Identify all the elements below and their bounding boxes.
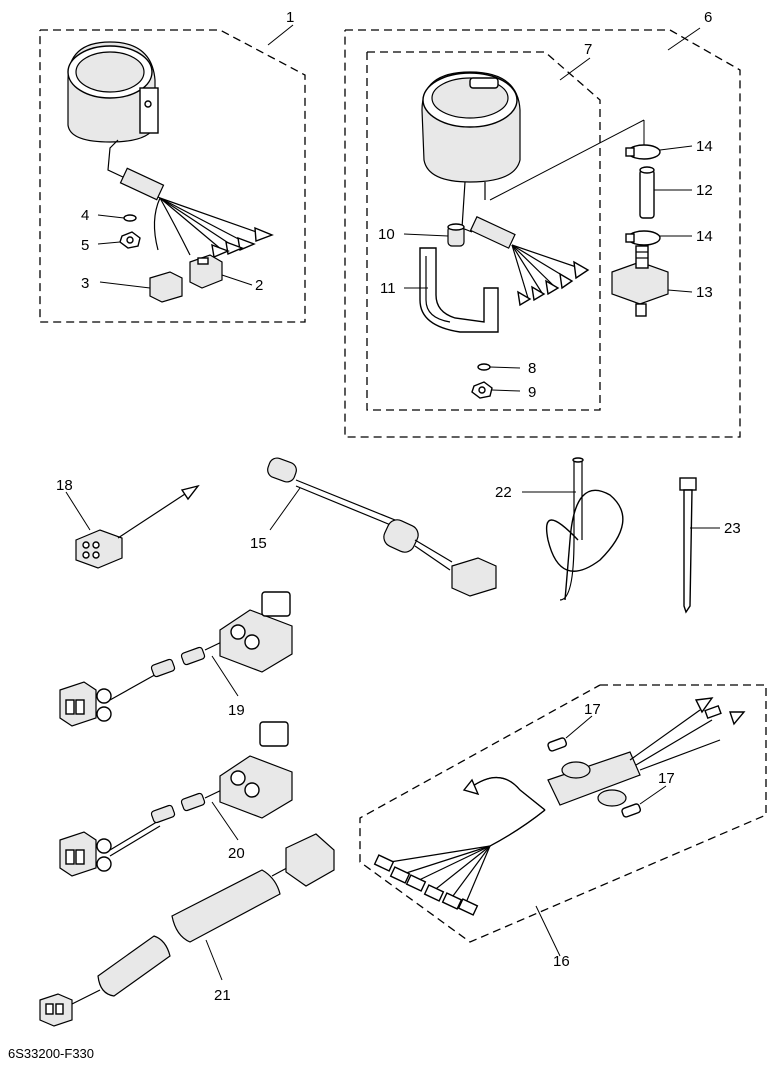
part-15-cable bbox=[267, 457, 497, 597]
callout-19: 19 bbox=[228, 702, 245, 719]
callout-11: 11 bbox=[380, 280, 396, 297]
callout-13: 13 bbox=[696, 284, 713, 301]
diagram-code: 6S33200-F330 bbox=[8, 1046, 95, 1061]
callout-21: 21 bbox=[214, 987, 231, 1004]
group-6-boundary bbox=[344, 29, 741, 438]
part-19-harness bbox=[59, 591, 293, 727]
callout-18: 18 bbox=[56, 477, 73, 494]
group-1-boundary bbox=[39, 29, 306, 323]
callout-7: 7 bbox=[584, 41, 592, 58]
part-5-nut bbox=[119, 231, 141, 249]
part-18-connector bbox=[75, 484, 200, 569]
callout-1: 1 bbox=[286, 9, 294, 26]
callout-14-lower: 14 bbox=[696, 228, 713, 245]
part-8-washer bbox=[477, 363, 491, 371]
part-9-nut bbox=[471, 381, 493, 399]
part-17-terminal-lower bbox=[621, 803, 642, 818]
callout-3: 3 bbox=[81, 275, 89, 292]
part-21-harness bbox=[39, 833, 335, 1027]
part-20-harness bbox=[59, 721, 293, 877]
callout-12: 12 bbox=[696, 182, 713, 199]
callout-15: 15 bbox=[250, 535, 267, 552]
callout-6: 6 bbox=[704, 9, 712, 26]
callout-16: 16 bbox=[553, 953, 570, 970]
group-16-boundary bbox=[359, 684, 767, 943]
part-3-connector bbox=[149, 271, 183, 303]
callout-4: 4 bbox=[81, 207, 89, 224]
callout-22: 22 bbox=[495, 484, 512, 501]
callout-20: 20 bbox=[228, 845, 245, 862]
callout-14-upper: 14 bbox=[696, 138, 713, 155]
callout-8: 8 bbox=[528, 360, 536, 377]
gauge-1 bbox=[67, 41, 274, 258]
group-7-boundary bbox=[366, 51, 601, 411]
part-16-harness bbox=[373, 697, 746, 916]
part-13-sensor bbox=[611, 245, 669, 317]
callout-2: 2 bbox=[255, 277, 263, 294]
part-12-hose bbox=[639, 166, 655, 219]
part-14-clamp-upper bbox=[625, 144, 661, 160]
callout-23: 23 bbox=[724, 520, 741, 537]
callout-5: 5 bbox=[81, 237, 89, 254]
callout-17-lower: 17 bbox=[658, 770, 675, 787]
part-2-connector bbox=[189, 254, 223, 289]
part-22-hose bbox=[546, 457, 624, 601]
part-23-cable-tie bbox=[679, 477, 697, 614]
part-11-bracket bbox=[419, 247, 499, 333]
part-10-cap bbox=[447, 223, 465, 247]
callout-9: 9 bbox=[528, 384, 536, 401]
part-14-clamp-lower bbox=[625, 230, 661, 246]
part-17-terminal-upper bbox=[547, 737, 568, 752]
part-4-washer bbox=[123, 214, 137, 222]
callout-10: 10 bbox=[378, 226, 395, 243]
callout-17-upper: 17 bbox=[584, 701, 601, 718]
gauge-7 bbox=[421, 71, 590, 307]
